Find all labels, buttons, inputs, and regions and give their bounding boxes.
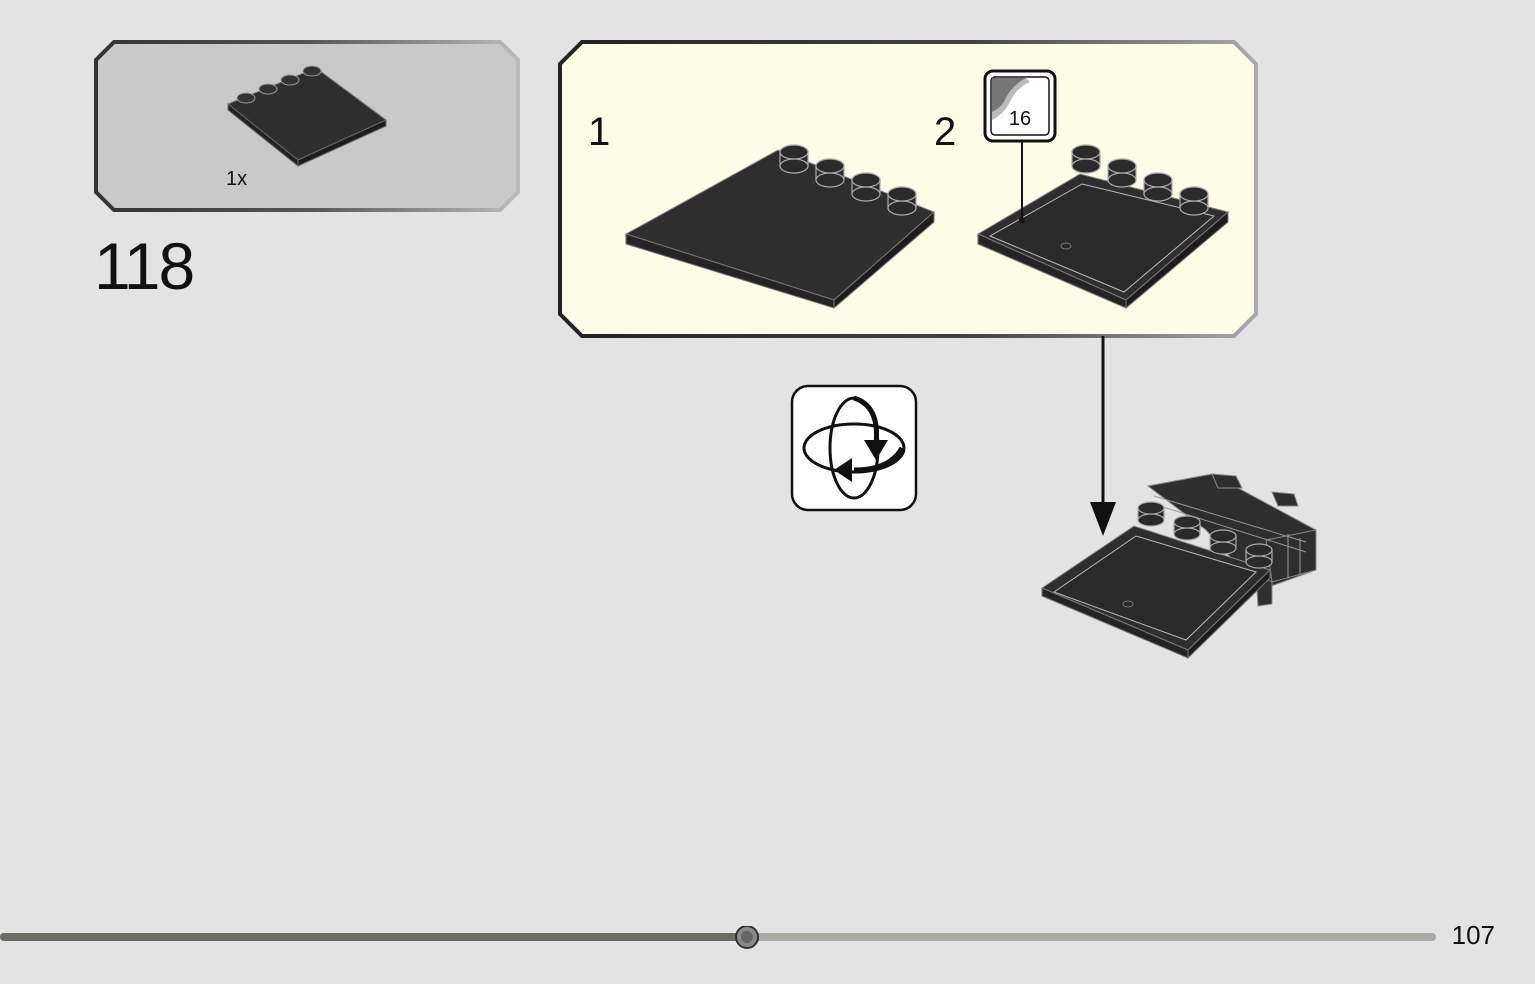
part-tile-image [227,65,387,168]
step-number: 118 [94,229,195,303]
progress-fill [0,933,747,941]
sub-step-1-tile-image [624,144,935,310]
progress-knob-inner [741,931,753,943]
rotate-model-icon [790,384,918,512]
part-quantity: 1x [226,168,248,190]
page-progress-bar [0,926,1440,950]
sub-step-2-number: 2 [934,110,957,154]
parts-list-panel [94,40,520,212]
sub-step-2-tile-image [976,144,1230,310]
assembly-arrow [1090,336,1116,536]
sub-assembly-panel [558,40,1258,338]
sub-step-1-number: 1 [588,110,611,154]
sticker-number: 16 [1008,108,1032,130]
sticker-callout [983,69,1057,223]
page-number: 107 [1451,920,1495,950]
model-result-image [1040,473,1317,660]
